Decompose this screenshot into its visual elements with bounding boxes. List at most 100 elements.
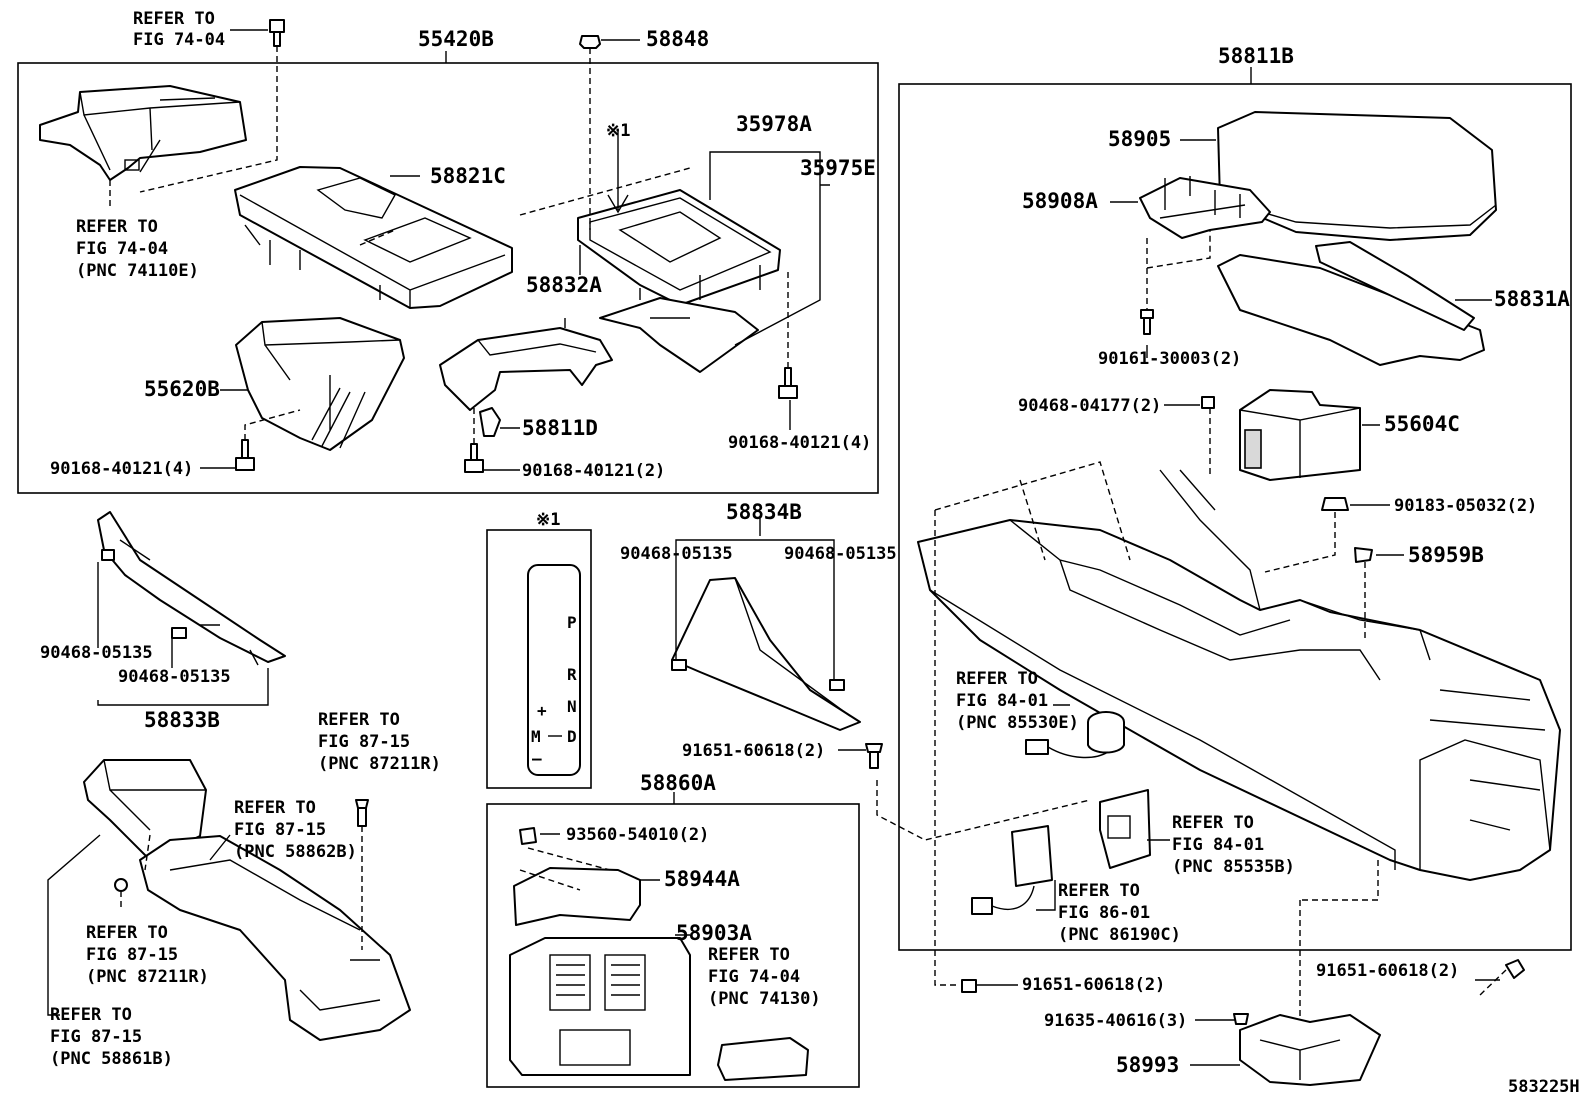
clip-90468-04177 [1201, 396, 1215, 409]
side-trim-58833B [97, 511, 286, 663]
bracket-58993 [1239, 1014, 1381, 1086]
refer-fig-87-15-d-line1: REFER TO [50, 1005, 132, 1025]
bolt-top-fig-74-04 [269, 19, 285, 47]
refer-fig-84-01-a-line2: FIG 84-01 [956, 691, 1048, 711]
aux-port-85535B [1099, 789, 1151, 869]
part-label-58860A: 58860A [640, 771, 716, 795]
bolt-label-91635-40616-3: 91635-40616(3) [1044, 1011, 1187, 1031]
refer-fig-74-04-c-line3: (PNC 74130) [708, 989, 821, 1009]
refer-fig-87-15-b-line1: REFER TO [234, 798, 316, 818]
bolt-90168-40121-right [778, 367, 798, 399]
labels-layer: REFER TO FIG 74-04 55420B 58848 58811B R… [40, 9, 1580, 1097]
storage-box-55604C [1239, 389, 1361, 481]
refer-fig-74-04-top-line1: REFER TO [133, 9, 215, 29]
part-label-55620B: 55620B [144, 377, 220, 401]
refer-fig-87-15-r-line3: (PNC 87211R) [318, 754, 441, 774]
shift-position-minus: — [532, 749, 542, 768]
bolt-label-91651-60618-2-bottom: 91651-60618(2) [1022, 975, 1165, 995]
part-label-35978A: 35978A [736, 112, 812, 136]
group-box-58860A [486, 803, 860, 1088]
bolt-91635-40616 [1233, 1013, 1249, 1025]
group-box-58811B [898, 83, 1572, 951]
reference-mark-shift: ※1 [536, 510, 560, 530]
part-label-58811B: 58811B [1218, 44, 1294, 68]
refer-fig-74-04-left-line1: REFER TO [76, 217, 158, 237]
power-outlet-85530E [1025, 711, 1125, 759]
group-box-55420B [17, 62, 879, 494]
bolt-label-90168-40121-2: 90168-40121(2) [522, 461, 665, 481]
clip-label-90468-05135-c: 90468-05135 [620, 544, 733, 564]
shift-position-plus: + [537, 701, 547, 720]
refer-fig-87-15-r-line1: REFER TO [318, 710, 400, 730]
clip-58811D [479, 407, 501, 437]
shift-lever-bracket-35978A [577, 189, 781, 306]
bolt-91651-60618-mid [865, 743, 883, 769]
upper-console-panel-58821C [234, 166, 513, 309]
screw-90161-30003 [1140, 309, 1154, 335]
bolt-91651-60618-right [1505, 959, 1525, 979]
register-bezel-58944A [513, 867, 641, 926]
part-label-55420B: 55420B [418, 27, 494, 51]
refer-fig-87-15-b-line2: FIG 87-15 [234, 820, 326, 840]
refer-fig-84-01-a-line3: (PNC 85530E) [956, 713, 1079, 733]
diagram-id: 583225H [1508, 1077, 1580, 1097]
refer-fig-87-15-d-line2: FIG 87-15 [50, 1027, 142, 1047]
bolt-90168-40121-center [464, 443, 484, 473]
bolt-label-91651-60618-2-right: 91651-60618(2) [1316, 961, 1459, 981]
clip-label-90183-05032-2: 90183-05032(2) [1394, 496, 1537, 516]
part-label-58905: 58905 [1108, 127, 1171, 151]
trim-plate-58832A [439, 327, 613, 411]
refer-fig-86-01-line2: FIG 86-01 [1058, 903, 1150, 923]
part-label-58959B: 58959B [1408, 543, 1484, 567]
refer-fig-84-01-b-line1: REFER TO [1172, 813, 1254, 833]
screw-label-90161-30003-2: 90161-30003(2) [1098, 349, 1241, 369]
air-vent-left [549, 954, 591, 1011]
clip-label-93560-54010-2: 93560-54010(2) [566, 825, 709, 845]
refer-fig-86-01-line1: REFER TO [1058, 881, 1140, 901]
aux-module-74130 [717, 1037, 809, 1081]
clip-93560-54010 [519, 827, 537, 845]
refer-fig-84-01-a-line1: REFER TO [956, 669, 1038, 689]
shift-position-p: P [567, 613, 577, 632]
part-label-35975E: 35975E [800, 156, 876, 180]
clip-58848 [579, 35, 601, 49]
refer-fig-87-15-l-line2: FIG 87-15 [86, 945, 178, 965]
clip-label-90468-05135-d: 90468-05135 [784, 544, 897, 564]
switch-86190C [971, 825, 1053, 915]
bolt-90168-40121-left [235, 439, 255, 471]
refer-fig-84-01-b-line2: FIG 84-01 [1172, 835, 1264, 855]
part-label-58833B: 58833B [144, 708, 220, 732]
bolt-label-91651-60618-2-mid: 91651-60618(2) [682, 741, 825, 761]
refer-fig-87-15-l-line1: REFER TO [86, 923, 168, 943]
shift-pattern-box [486, 529, 592, 789]
bolt-91651-60618-bottom [961, 979, 977, 993]
shift-indicator-cover-35975E [599, 297, 759, 373]
refer-fig-74-04-left-line2: FIG 74-04 [76, 239, 168, 259]
cup-holder-55620B [235, 317, 405, 451]
part-label-55604C: 55604C [1384, 412, 1460, 436]
part-label-58903A: 58903A [676, 921, 752, 945]
shift-position-d: D [567, 727, 577, 746]
clip-label-90468-05135-b: 90468-05135 [118, 667, 231, 687]
refer-fig-74-04-c-line2: FIG 74-04 [708, 967, 800, 987]
hinge-cover-58831A [1217, 254, 1485, 366]
armrest-hinge-58908A [1139, 176, 1271, 239]
part-label-58834B: 58834B [726, 500, 802, 524]
clip-58959B [1354, 547, 1373, 563]
part-label-58993: 58993 [1116, 1053, 1179, 1077]
part-label-58811D: 58811D [522, 416, 598, 440]
rear-air-duct [83, 759, 411, 1041]
hinge-cover-upper [1315, 241, 1475, 331]
clip-label-90468-04177-2: 90468-04177(2) [1018, 396, 1161, 416]
part-label-58821C: 58821C [430, 164, 506, 188]
refer-fig-87-15-b-line3: (PNC 58862B) [234, 842, 357, 862]
shift-position-m: M [531, 727, 541, 746]
shift-pattern-indicator: P R N D + M — [527, 564, 581, 776]
refer-fig-74-04-top-line2: FIG 74-04 [133, 30, 225, 50]
register-panel-58903A [509, 937, 691, 1076]
shift-position-n: N [567, 697, 577, 716]
refer-fig-87-15-l-line3: (PNC 87211R) [86, 967, 209, 987]
bolt-label-90168-40121-4-right: 90168-40121(4) [728, 433, 871, 453]
air-vent-right [604, 954, 646, 1011]
part-label-58908A: 58908A [1022, 189, 1098, 213]
